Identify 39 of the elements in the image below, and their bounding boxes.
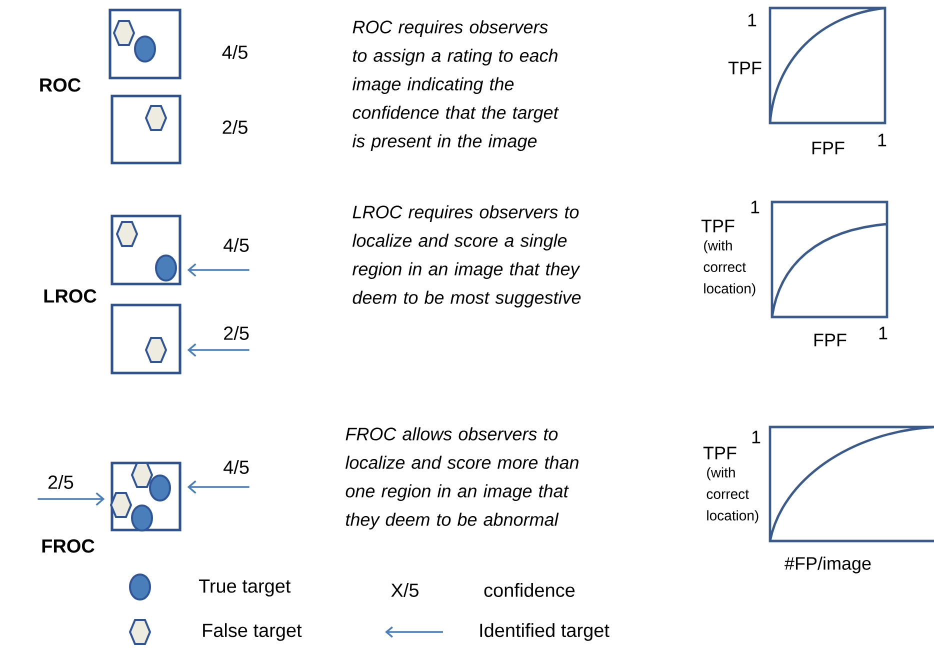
tick-label: 1 (751, 200, 760, 214)
tick-label: 1 (748, 14, 756, 26)
legend-label: Identified target (480, 623, 610, 641)
tick-label: 1 (878, 134, 886, 146)
axis-label: FPF (812, 142, 844, 154)
image-box (108, 8, 182, 80)
row-title: FROC (42, 539, 94, 553)
axis-label: #FP/image (784, 556, 871, 574)
arrow (187, 263, 250, 277)
legend-label: confidence (484, 583, 575, 597)
axis-label: FPF (814, 334, 846, 346)
legend-label: True target (198, 580, 291, 596)
axis-label-note: (with correct location) (704, 240, 756, 296)
axis-label-note: (with correct location) (706, 467, 758, 524)
image-box (110, 214, 182, 286)
image-box (110, 94, 182, 164)
confidence-score: 2/5 (222, 325, 250, 341)
confidence-score: 4/5 (222, 237, 250, 253)
arrow (187, 480, 250, 494)
arrow (187, 343, 250, 357)
axis-label: TPF (728, 62, 762, 74)
confidence-score: 2/5 (222, 120, 248, 134)
axis-label: TPF (703, 446, 736, 460)
tick-label: 1 (752, 430, 760, 444)
row-title: LROC (44, 289, 96, 303)
description-text: FROC allows observers to localize and score more than one region in an image that they deem to be abnormal (345, 427, 578, 530)
description-text: LROC requires observers to localize and score a single region in an image that they deem to be most suggestive (352, 205, 581, 308)
arrow (38, 492, 105, 506)
image-box (110, 304, 182, 374)
confidence-score: 4/5 (222, 45, 248, 59)
confidence-score: 2/5 (46, 474, 75, 490)
confidence-score: X/5 (391, 583, 418, 597)
image-box (110, 462, 182, 532)
confidence-score: 4/5 (222, 459, 250, 475)
legend-label: False target (203, 623, 302, 641)
tick-label: 1 (879, 326, 888, 340)
axis-label: TPF (701, 220, 734, 232)
description-text: ROC requires observers to assign a rating to each image indicating the confidence that the target is present in the image (352, 20, 559, 151)
row-title: ROC (40, 78, 81, 92)
